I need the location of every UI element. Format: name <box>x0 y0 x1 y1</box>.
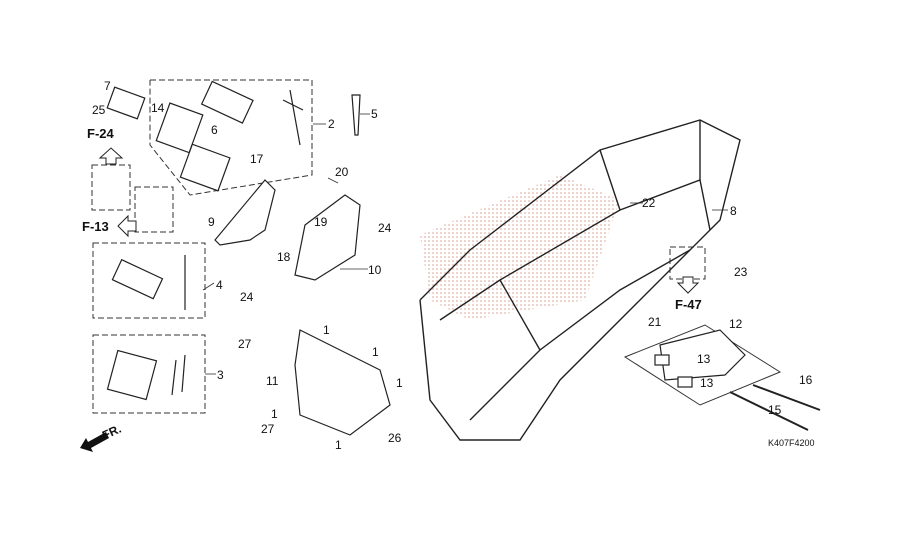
callout: 24 <box>240 290 254 304</box>
callout: 20 <box>335 165 349 179</box>
callout: 4 <box>216 278 223 292</box>
callout: 1 <box>396 376 403 390</box>
callout: 27 <box>238 337 252 351</box>
reference-f24[interactable]: F-24 <box>87 126 114 141</box>
callout: 16 <box>799 373 813 387</box>
callout: 12 <box>729 317 743 331</box>
callout: 21 <box>648 315 662 329</box>
callout: 19 <box>314 215 328 229</box>
callout: 5 <box>371 107 378 121</box>
callout: 26 <box>388 431 402 445</box>
front-arrow-icon <box>80 432 109 452</box>
callout: 1 <box>372 345 379 359</box>
callout: 10 <box>368 263 382 277</box>
diagram-code: K407F4200 <box>768 438 815 448</box>
callout: 24 <box>378 221 392 235</box>
arrow-left-icon <box>117 214 137 238</box>
callout: 9 <box>208 215 215 229</box>
group-box-2 <box>149 79 313 196</box>
callout: 7 <box>104 79 111 93</box>
callout: 25 <box>92 103 106 117</box>
callout: 8 <box>730 204 737 218</box>
ref-box-f24 <box>91 164 131 211</box>
group-box-12 <box>623 324 782 406</box>
callout: 15 <box>768 403 782 417</box>
group-box-4 <box>92 242 206 319</box>
reference-f13[interactable]: F-13 <box>82 219 109 234</box>
callout: 18 <box>277 250 291 264</box>
arrow-up-icon <box>98 147 124 165</box>
callout: 11 <box>266 374 279 388</box>
callout: 27 <box>261 422 275 436</box>
callout: 1 <box>323 323 330 337</box>
group-box-3 <box>92 334 206 414</box>
callout: 6 <box>211 123 218 137</box>
callout: 3 <box>217 368 224 382</box>
callout: 23 <box>734 265 748 279</box>
callout: 1 <box>335 438 342 452</box>
hatched-area <box>420 175 620 320</box>
callout: 22 <box>642 196 656 210</box>
reference-f47[interactable]: F-47 <box>675 297 702 312</box>
callout: 2 <box>328 117 335 131</box>
ref-box-f13 <box>134 186 174 233</box>
frame-outline <box>419 119 741 441</box>
arrow-down-icon <box>676 276 700 294</box>
callout: 14 <box>151 101 165 115</box>
callout: 1 <box>271 407 278 421</box>
callout: 13 <box>700 376 714 390</box>
callout: 17 <box>250 152 264 166</box>
callout: 13 <box>697 352 711 366</box>
